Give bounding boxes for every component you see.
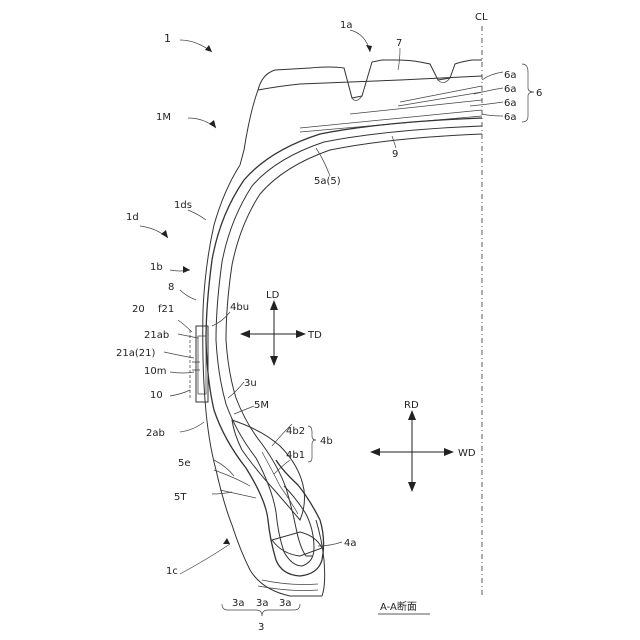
label-6a-3: 6a xyxy=(504,98,517,109)
direction-rd-wd xyxy=(370,410,454,492)
label-3a-2: 3a xyxy=(256,598,269,609)
arrow-1b xyxy=(183,266,190,273)
label-1M: 1M xyxy=(156,112,171,123)
label-10: 10 xyxy=(150,390,163,401)
sensor-inner-21 xyxy=(198,336,206,394)
label-1b: 1b xyxy=(150,262,163,273)
label-1c: 1c xyxy=(166,566,178,577)
label-6a-4: 6a xyxy=(504,112,517,123)
label-wd: WD xyxy=(458,448,476,459)
label-20: 20 xyxy=(132,304,145,315)
direction-ld-td xyxy=(240,300,306,366)
bracket-6 xyxy=(522,64,534,122)
label-4b1: 4b1 xyxy=(286,450,305,461)
arrow-1M xyxy=(209,120,216,128)
ply-turnup-5T xyxy=(220,490,256,498)
label-bead-group: 3 xyxy=(258,622,264,633)
label-1ds: 1ds xyxy=(174,200,192,211)
carcass-ply-inner xyxy=(216,126,482,566)
label-inner-liner: 9 xyxy=(392,149,398,160)
arrow-1c xyxy=(223,538,230,544)
bracket-4b xyxy=(308,426,316,462)
arrow-1 xyxy=(205,45,212,52)
bead-toe xyxy=(316,520,325,596)
label-carcass-ply: 5a(5) xyxy=(314,176,341,187)
label-tread-face: 1a xyxy=(340,20,353,31)
tread-base xyxy=(258,76,482,90)
label-3a-1: 3a xyxy=(232,598,245,609)
label-5M: 5M xyxy=(254,400,269,411)
arrow-1a xyxy=(366,45,372,52)
label-4bu: 4bu xyxy=(230,302,249,313)
label-10m: 10m xyxy=(144,366,166,377)
label-4b2: 4b2 xyxy=(286,426,305,437)
label-rd: RD xyxy=(404,400,419,411)
label-8: 8 xyxy=(168,282,174,293)
label-6a-2: 6a xyxy=(504,84,517,95)
label-cl: CL xyxy=(475,12,488,23)
label-td: TD xyxy=(307,330,322,341)
inner-liner xyxy=(226,134,482,556)
carcass-ply-outer xyxy=(206,118,482,576)
label-2ab: 2ab xyxy=(146,428,165,439)
bead-bottom-ply-1 xyxy=(262,580,318,585)
label-3u: 3u xyxy=(244,378,257,389)
label-1d: 1d xyxy=(126,212,139,223)
label-3a-3: 3a xyxy=(279,598,292,609)
label-f21: f21 xyxy=(158,304,174,315)
label-belt-group: 6 xyxy=(536,88,542,99)
label-tire: 1 xyxy=(164,32,171,45)
label-ld: LD xyxy=(266,290,280,301)
label-tread-rubber: 7 xyxy=(396,38,402,49)
label-21a: 21a(21) xyxy=(116,348,155,359)
label-5e: 5e xyxy=(178,458,191,469)
label-21ab: 21ab xyxy=(144,330,169,341)
label-6a-1: 6a xyxy=(504,70,517,81)
label-4a: 4a xyxy=(344,538,357,549)
label-5T: 5T xyxy=(174,492,187,503)
arrow-1d xyxy=(161,230,168,238)
leader-lines xyxy=(140,30,503,574)
section-title: A-A断面 xyxy=(380,600,417,613)
label-4b: 4b xyxy=(320,436,333,447)
